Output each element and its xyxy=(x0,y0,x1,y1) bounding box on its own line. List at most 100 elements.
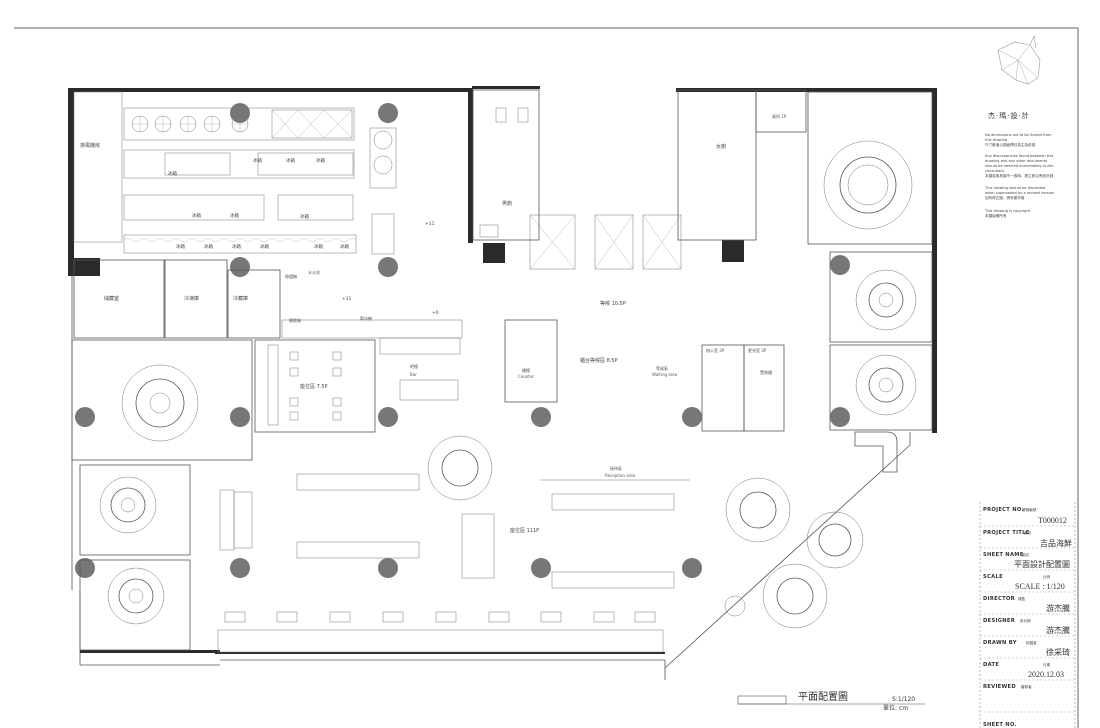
svg-text:SHEET NAME: SHEET NAME xyxy=(983,552,1024,558)
drawing-title: 平面配置圖 S:1/120 單位: cm xyxy=(737,691,925,712)
horse-logo-icon xyxy=(997,34,1041,85)
tb-designer: DESIGNER 設計師 游杰騰 xyxy=(980,618,1075,637)
svg-text:圖名: 圖名 xyxy=(1022,552,1030,557)
tb-sheet-no: SHEET NO. xyxy=(983,722,1017,728)
outer-se-diag xyxy=(664,444,911,669)
drawing-title-unit: 單位: cm xyxy=(883,704,908,712)
kitchen-right-rack xyxy=(371,213,395,255)
svg-text:冰箱: 冰箱 xyxy=(168,170,177,177)
svg-text:總監: 總監 xyxy=(1018,596,1026,601)
wall-south-main xyxy=(215,652,665,654)
private-room-3 xyxy=(79,559,191,651)
round-table-1 xyxy=(121,364,199,442)
title-block: PROJECT NO. 業務編號 T000012 PROJECT TITLE 案… xyxy=(979,502,1076,728)
svg-text:如有修正圖，請丟棄作廢: 如有修正圖，請丟棄作廢 xyxy=(985,195,1025,200)
kitchen-counter-4 xyxy=(123,234,357,254)
wall-wc-block xyxy=(483,243,505,263)
svg-text:Any discrepancies found betwee: Any discrepancies found between this xyxy=(985,154,1054,158)
svg-text:冰箱: 冰箱 xyxy=(340,243,349,250)
room-storage-label: 儲藏室 xyxy=(104,295,119,302)
water-label: 水水池 xyxy=(308,269,320,275)
brand-name: 杰·瑪·設·計 xyxy=(988,111,1030,120)
dining-tables xyxy=(219,435,864,629)
drawing-title-scale: S:1/120 xyxy=(892,696,915,703)
room-male-wc-label: 男廁 xyxy=(502,200,512,207)
waiting-area-en-label: Waiting area xyxy=(652,372,678,377)
svg-text:徐采琦: 徐采琦 xyxy=(1046,647,1070,657)
kitchen-counter-2 xyxy=(123,194,265,221)
svg-text:when superseded by a revised v: when superseded by a revised version xyxy=(985,191,1054,195)
level-label-3: +0 xyxy=(432,310,439,316)
floor-plan: 排風機房 冰箱 冰箱 冰箱 冰箱 冰箱 冰箱 冰箱 冰箱 冰箱 xyxy=(68,86,937,680)
private-room-2 xyxy=(79,464,191,556)
female-wc xyxy=(677,89,757,241)
private-room-4 xyxy=(807,91,933,245)
tb-drawn-by: DRAWN BY 繪圖者 徐采琦 xyxy=(980,640,1075,659)
svg-text:本圖版權所有: 本圖版權所有 xyxy=(985,213,1007,218)
room-exhaust-label: 排風機房 xyxy=(80,142,100,149)
wall-wc-north xyxy=(472,86,540,89)
kitchen-sink-2 xyxy=(257,152,354,176)
bar-low xyxy=(399,379,459,401)
svg-text:+11: +11 xyxy=(425,221,435,227)
counter-label: 櫃檯 xyxy=(522,367,530,373)
svg-text:冰箱: 冰箱 xyxy=(314,243,323,250)
svg-text:SCALE: SCALE xyxy=(983,574,1003,580)
room-waiting-label: 等候 10.5P xyxy=(600,300,626,307)
kitchen-sink-1 xyxy=(164,152,231,176)
accessible-wc xyxy=(755,89,807,133)
ice-label: 製冰機 xyxy=(360,315,372,321)
wall-wc-block-r xyxy=(722,240,744,262)
svg-text:DRAWN BY: DRAWN BY xyxy=(983,640,1017,646)
pipe-label: 總選機 xyxy=(285,273,297,279)
counter-room xyxy=(504,319,558,403)
room-accessible-wc-label: 廁所 1P xyxy=(772,113,787,119)
reception-label: 接待區 xyxy=(610,465,622,471)
svg-text:DESIGNER: DESIGNER xyxy=(983,618,1015,624)
room-booth-label: 座位區 7.5P xyxy=(300,383,328,390)
booth-seats xyxy=(267,344,342,426)
svg-text:This drawing should be discard: This drawing should be discarded xyxy=(984,186,1045,190)
svg-text:this drawing: this drawing xyxy=(985,138,1007,142)
wall-north-kitchen xyxy=(68,88,472,92)
kitchen-wave-strip xyxy=(123,237,357,243)
room-cold-storage-label: 冷凍庫 xyxy=(184,295,199,302)
tb-director: DIRECTOR 總監 游杰騰 xyxy=(980,596,1075,615)
svg-text:冰箱: 冰箱 xyxy=(192,212,201,219)
svg-text:冰箱: 冰箱 xyxy=(286,157,295,164)
window-seating-row xyxy=(217,611,664,653)
round-table-5 xyxy=(855,269,917,331)
svg-text:游杰騰: 游杰騰 xyxy=(1046,625,1070,635)
svg-text:冰箱: 冰箱 xyxy=(232,243,241,250)
wall-block-sw xyxy=(68,258,100,276)
tb-sheet-name: SHEET NAME 圖名 平面設計配置圖 xyxy=(980,552,1075,571)
wall-kitchen-east xyxy=(468,88,473,243)
round-table-2 xyxy=(99,476,157,534)
wall-west xyxy=(68,88,74,258)
tb-scale: SCALE 比例 SCALE : 1/120 xyxy=(980,574,1075,593)
svg-text:T000012: T000012 xyxy=(1038,516,1067,525)
male-wc xyxy=(472,89,540,241)
bar-counter-top xyxy=(281,319,463,339)
svg-text:繪圖者: 繪圖者 xyxy=(1026,640,1037,645)
entrance-boxes xyxy=(529,214,682,270)
svg-text:No dimensions are to be Scaled: No dimensions are to be Scaled from xyxy=(985,133,1052,137)
male-wc-fixtures xyxy=(479,107,529,238)
svg-text:REVIEWED: REVIEWED xyxy=(983,684,1016,690)
brand-block: 杰·瑪·設·計 No dimensions are to be Scaled f… xyxy=(984,34,1054,218)
kitchen-counter-1 xyxy=(123,149,355,179)
bar-counter xyxy=(379,337,461,355)
svg-text:尺寸數值以圖面標註為主為依據: 尺寸數值以圖面標註為主為依據 xyxy=(985,142,1036,147)
tb-project-no: PROJECT NO. 業務編號 T000012 xyxy=(980,507,1075,527)
svg-text:冰箱: 冰箱 xyxy=(204,243,213,250)
svg-text:平面設計配置圖: 平面設計配置圖 xyxy=(1014,559,1070,569)
kitchen-cross-box xyxy=(271,109,353,139)
private-room-5 xyxy=(829,251,933,343)
wall-south-left xyxy=(80,650,220,653)
sofa-curve xyxy=(854,431,898,473)
svg-text:SHEET NO.: SHEET NO. xyxy=(983,722,1017,728)
tb-date: DATE 日期 2020.12.03 xyxy=(980,662,1075,681)
private-room-1 xyxy=(71,339,253,461)
svg-text:SCALE : 1/120: SCALE : 1/120 xyxy=(1015,582,1065,591)
